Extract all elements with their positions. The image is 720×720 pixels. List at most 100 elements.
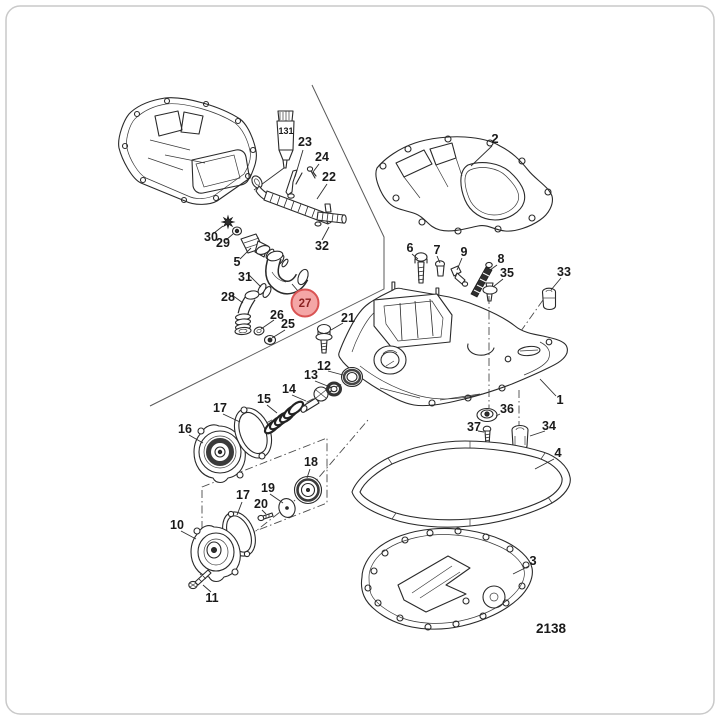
callout-28[interactable]: 28 <box>221 290 235 304</box>
part-plate-3 <box>360 527 533 631</box>
part-elbow-pipe-28 <box>234 290 260 336</box>
callout-19[interactable]: 19 <box>261 481 275 495</box>
part-gasket-2 <box>375 135 553 235</box>
detail-box <box>201 437 328 553</box>
callout-7[interactable]: 7 <box>434 243 441 257</box>
leader-5 <box>239 247 252 260</box>
leader-31 <box>248 274 262 288</box>
callout-3[interactable]: 3 <box>529 553 536 568</box>
callout-11[interactable]: 11 <box>205 591 218 605</box>
leader-14 <box>291 394 307 402</box>
part-disc-19 <box>278 498 296 518</box>
leader-10 <box>180 530 197 540</box>
part-spring-15 <box>263 400 305 435</box>
leader-17 <box>236 501 243 516</box>
part-seal-ring-4 <box>351 440 571 528</box>
callout-34[interactable]: 34 <box>542 419 556 433</box>
part-nut-29 <box>231 226 243 236</box>
callout-14[interactable]: 14 <box>282 382 296 396</box>
leader-4 <box>534 458 555 470</box>
callout-33[interactable]: 33 <box>557 265 571 279</box>
leader-18 <box>306 468 311 479</box>
leader-22 <box>316 183 328 200</box>
callout-2[interactable]: 2 <box>491 131 498 146</box>
leader-27 <box>291 283 299 292</box>
callout-32[interactable]: 32 <box>315 239 329 253</box>
callout-10[interactable]: 10 <box>170 518 184 532</box>
leader-15 <box>266 404 278 414</box>
leader-lines <box>180 145 562 593</box>
part-fitting-9 <box>450 265 469 287</box>
callout-29[interactable]: 29 <box>216 236 230 250</box>
callout-36[interactable]: 36 <box>500 402 514 416</box>
leader-21 <box>330 322 344 331</box>
callout-17[interactable]: 17 <box>236 488 250 502</box>
part-gasket-17-upper <box>233 406 273 460</box>
part-screw-11 <box>188 569 212 590</box>
callout-4[interactable]: 4 <box>554 445 562 460</box>
leader-13 <box>314 380 331 388</box>
leader-19 <box>269 493 284 504</box>
leader-23 <box>294 149 304 178</box>
callout-20[interactable]: 20 <box>254 497 268 511</box>
leader-28 <box>231 294 244 304</box>
callout-30[interactable]: 30 <box>204 230 218 244</box>
callout-23[interactable]: 23 <box>298 135 312 149</box>
leader-8 <box>485 264 498 274</box>
part-seal-13 <box>326 381 342 397</box>
part-shift-bracket <box>285 169 303 199</box>
part-seal-12 <box>340 366 364 388</box>
callout-25[interactable]: 25 <box>281 317 295 331</box>
callout-24[interactable]: 24 <box>315 150 329 164</box>
callout-17[interactable]: 17 <box>213 401 227 415</box>
leader-34 <box>529 430 546 437</box>
callout-5[interactable]: 5 <box>234 255 241 269</box>
callout-131[interactable]: 131 <box>278 126 293 136</box>
leader-7 <box>436 255 441 264</box>
part-plug-35 <box>482 282 498 302</box>
callout-8[interactable]: 8 <box>498 252 505 266</box>
callout-22[interactable]: 22 <box>322 170 336 184</box>
highlight-circle[interactable] <box>290 288 320 318</box>
callout-13[interactable]: 13 <box>304 368 318 382</box>
callout-21[interactable]: 21 <box>341 311 355 325</box>
callout-26[interactable]: 26 <box>270 308 284 322</box>
callout-1[interactable]: 1 <box>556 392 563 407</box>
callout-27-highlighted[interactable]: 27 <box>299 298 312 310</box>
highlighted-callout: 27 <box>290 288 320 318</box>
leader-1 <box>539 378 557 397</box>
drawing-number: 2138 <box>536 621 567 636</box>
leader-37 <box>477 430 485 433</box>
fastener-axis-lines <box>488 296 520 425</box>
part-anode-screw-8 <box>470 261 493 298</box>
callout-18[interactable]: 18 <box>304 455 318 469</box>
callout-12[interactable]: 12 <box>317 359 331 373</box>
callout-31[interactable]: 31 <box>238 270 252 284</box>
callout-16[interactable]: 16 <box>178 422 192 436</box>
part-pump-cover-10 <box>190 525 241 583</box>
part-tee-fitting <box>314 203 347 227</box>
callout-9[interactable]: 9 <box>461 245 468 259</box>
leader-26 <box>260 319 275 330</box>
callout-35[interactable]: 35 <box>500 266 514 280</box>
part-bolt-6 <box>414 252 428 284</box>
leader-17 <box>222 413 241 423</box>
part-sleeve-31 <box>257 283 272 298</box>
callout-6[interactable]: 6 <box>407 241 414 255</box>
part-driveshaft-housing <box>338 281 568 407</box>
leader-25 <box>271 329 286 339</box>
leader-16 <box>188 434 204 444</box>
leader-30 <box>213 225 224 234</box>
leader-35 <box>492 278 504 288</box>
leader-36 <box>495 413 501 417</box>
leader-6 <box>411 253 419 260</box>
part-star-washer <box>220 214 236 230</box>
leader-3 <box>512 565 530 575</box>
callout-37[interactable]: 37 <box>467 420 481 434</box>
callout-15[interactable]: 15 <box>257 392 271 406</box>
part-screw-24 <box>306 166 317 179</box>
leader-2 <box>470 145 493 167</box>
